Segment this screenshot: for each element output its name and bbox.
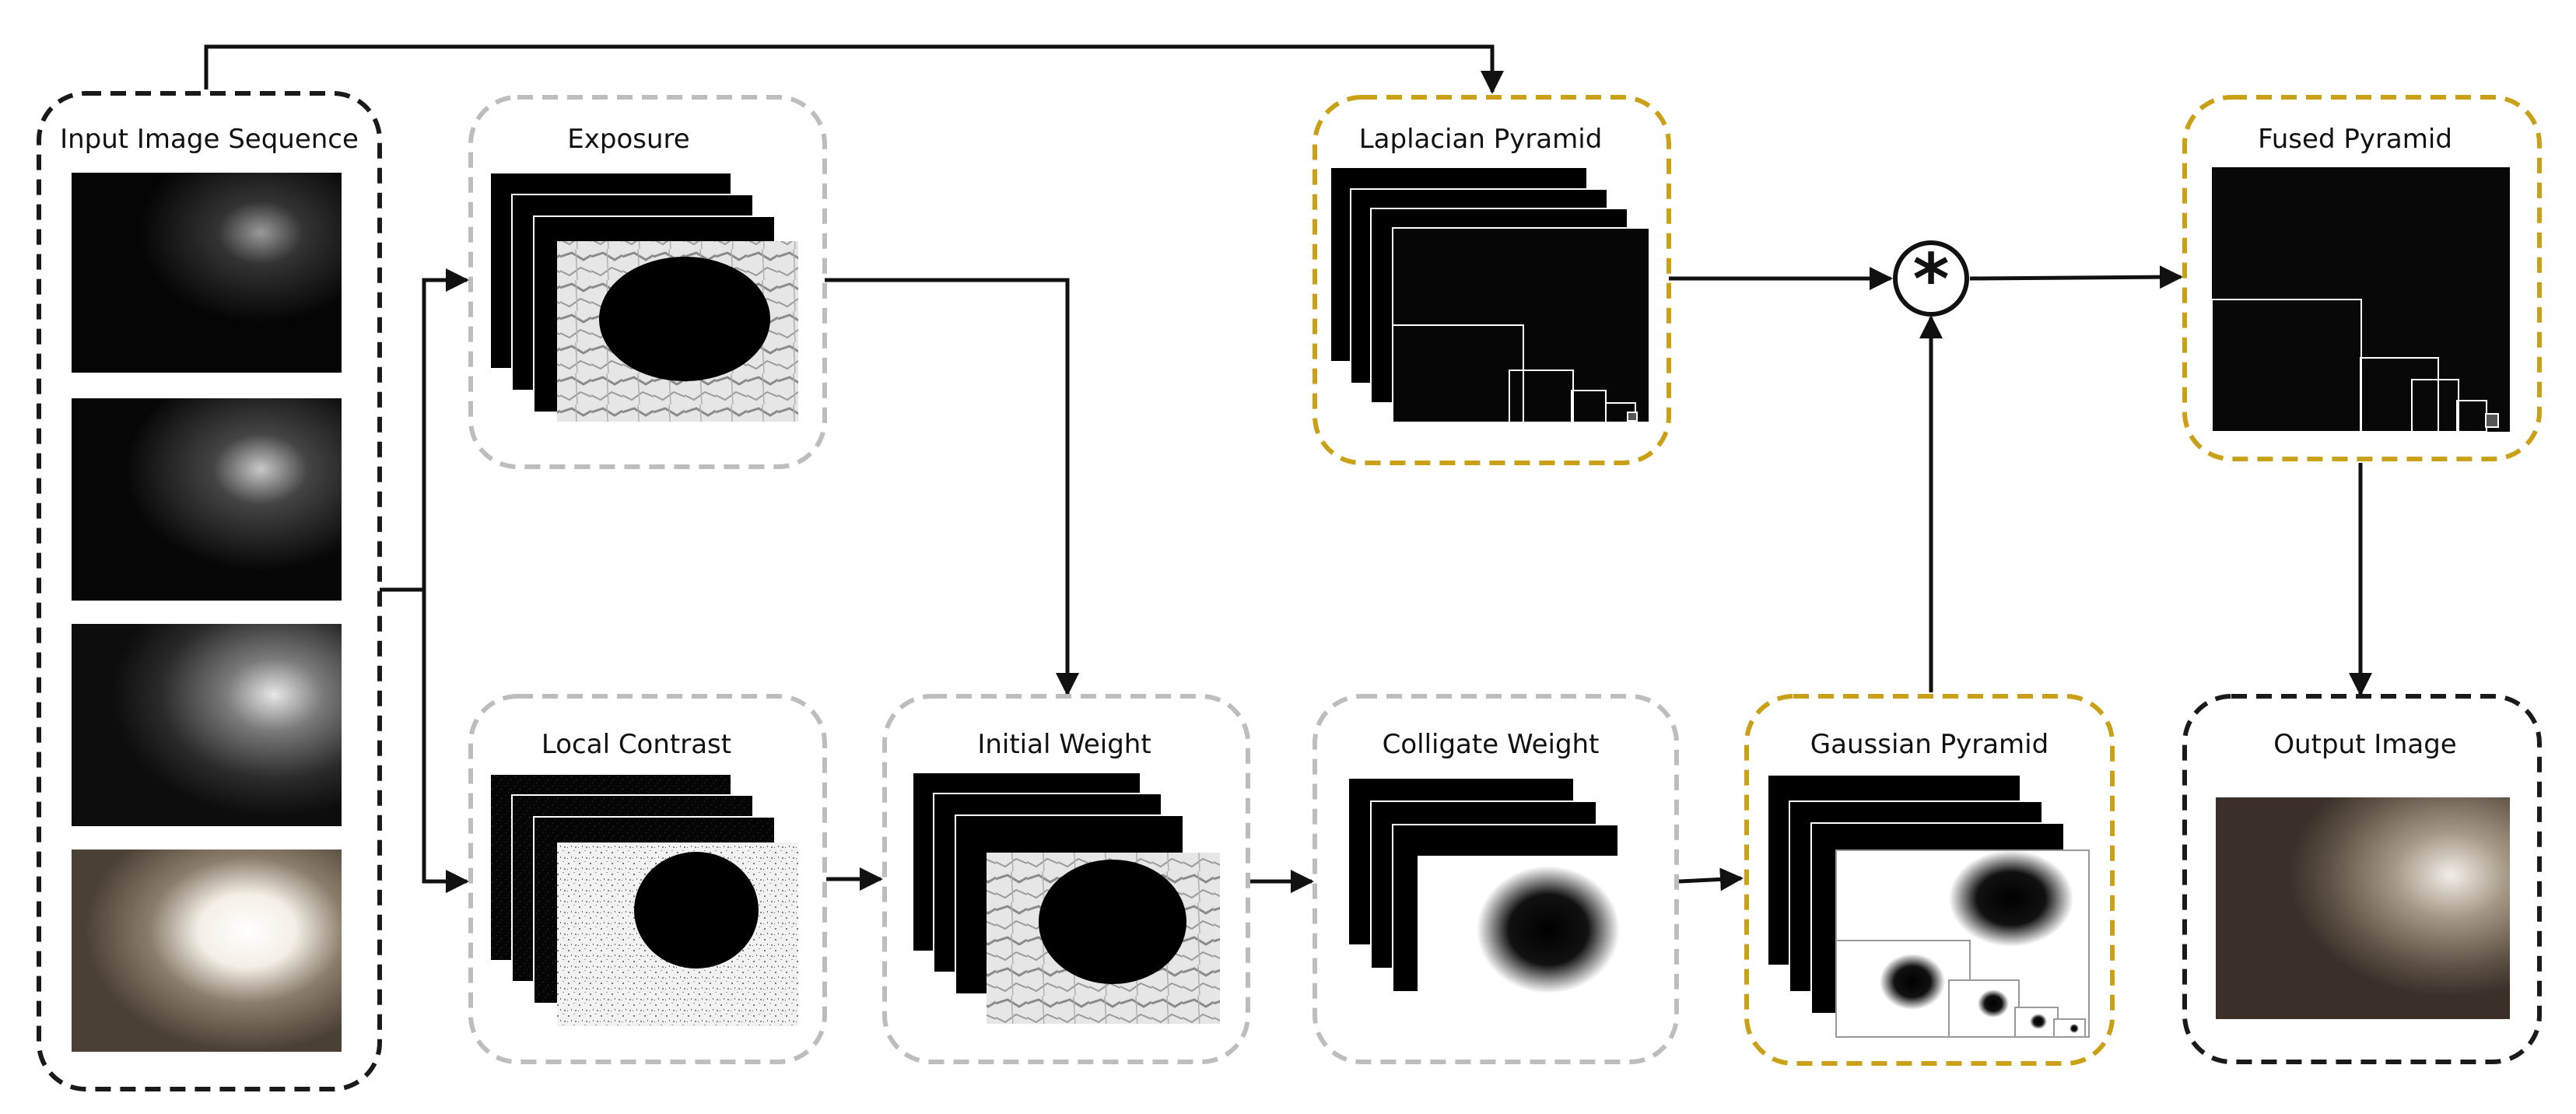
- input-image-4: [72, 850, 342, 1052]
- arrow-colligate-to-gaussian: [1678, 867, 1744, 892]
- combine-operator: *: [1893, 239, 1969, 321]
- fused-pyramid-title: Fused Pyramid: [2258, 124, 2452, 155]
- exposure-title: Exposure: [567, 124, 689, 155]
- fused-level-5: [2485, 413, 2499, 428]
- initial-weight-block: Initial Weight: [882, 694, 1250, 1064]
- operator-circle: [1893, 240, 1969, 317]
- laplacian-pyramid-title: Laplacian Pyramid: [1359, 124, 1603, 155]
- input-image-3: [72, 624, 342, 826]
- gaussian-front-blob: [1949, 850, 2073, 947]
- colligate-weight-front-blob: [1477, 866, 1620, 993]
- arrow-trunk-to-local-contrast: [422, 590, 469, 893]
- gaussian-level-3-blob: [2030, 1014, 2047, 1029]
- arrow-input-to-laplacian: [204, 44, 1504, 94]
- arrow-operator-to-fused: [1969, 265, 2183, 289]
- gaussian-pyramid-block: Gaussian Pyramid: [1744, 694, 2115, 1066]
- operator-symbol: *: [1912, 239, 1949, 321]
- output-image-block: Output Image: [2182, 694, 2542, 1064]
- initial-weight-frame: [882, 694, 1250, 1064]
- laplacian-level-1: [1392, 324, 1524, 423]
- output-image-title: Output Image: [2273, 729, 2456, 760]
- laplacian-pyramid-frame: [1313, 95, 1671, 465]
- gaussian-pyramid-frame: [1744, 694, 2115, 1066]
- input-image-2: [72, 398, 342, 601]
- local-contrast-block: Local Contrast: [468, 694, 827, 1064]
- fused-pyramid-frame: [2182, 95, 2542, 461]
- initial-weight-front-hole: [1039, 860, 1186, 984]
- fused-pyramid-block: Fused Pyramid: [2182, 95, 2542, 461]
- initial-weight-title: Initial Weight: [977, 729, 1151, 760]
- exposure-front-hole: [599, 257, 770, 381]
- exposure-block: Exposure: [468, 95, 827, 469]
- gaussian-level-4-blob: [2070, 1024, 2079, 1033]
- gaussian-level-2-blob: [1978, 990, 2009, 1018]
- local-contrast-front-hole: [634, 852, 759, 969]
- input-image-1: [72, 173, 342, 373]
- arrow-exposure-to-initial-weight: [825, 278, 1079, 696]
- fused-level-3: [2411, 379, 2459, 433]
- local-contrast-frame: [468, 694, 827, 1064]
- fused-level-2: [2360, 357, 2439, 433]
- laplacian-level-5: [1627, 412, 1638, 422]
- output-image-frame: [2182, 694, 2542, 1064]
- colligate-weight-title: Colligate Weight: [1383, 729, 1600, 760]
- laplacian-level-2: [1509, 370, 1574, 423]
- exposure-frame: [468, 95, 827, 469]
- arrow-trunk-to-exposure: [422, 268, 469, 590]
- connectors: [204, 44, 2372, 893]
- input-sequence-title: Input Image Sequence: [60, 124, 359, 155]
- gaussian-level-1-blob: [1880, 954, 1945, 1010]
- output-fused-image: [2216, 797, 2510, 1019]
- colligate-weight-frame: [1313, 694, 1679, 1064]
- input-sequence-frame: [37, 91, 382, 1091]
- input-sequence-block: Input Image Sequence: [37, 91, 382, 1091]
- local-contrast-title: Local Contrast: [541, 729, 731, 760]
- gaussian-pyramid-title: Gaussian Pyramid: [1810, 729, 2049, 760]
- laplacian-pyramid-block: Laplacian Pyramid: [1313, 95, 1671, 465]
- colligate-weight-block: Colligate Weight: [1313, 694, 1679, 1064]
- gaussian-level-4: [2053, 1018, 2086, 1038]
